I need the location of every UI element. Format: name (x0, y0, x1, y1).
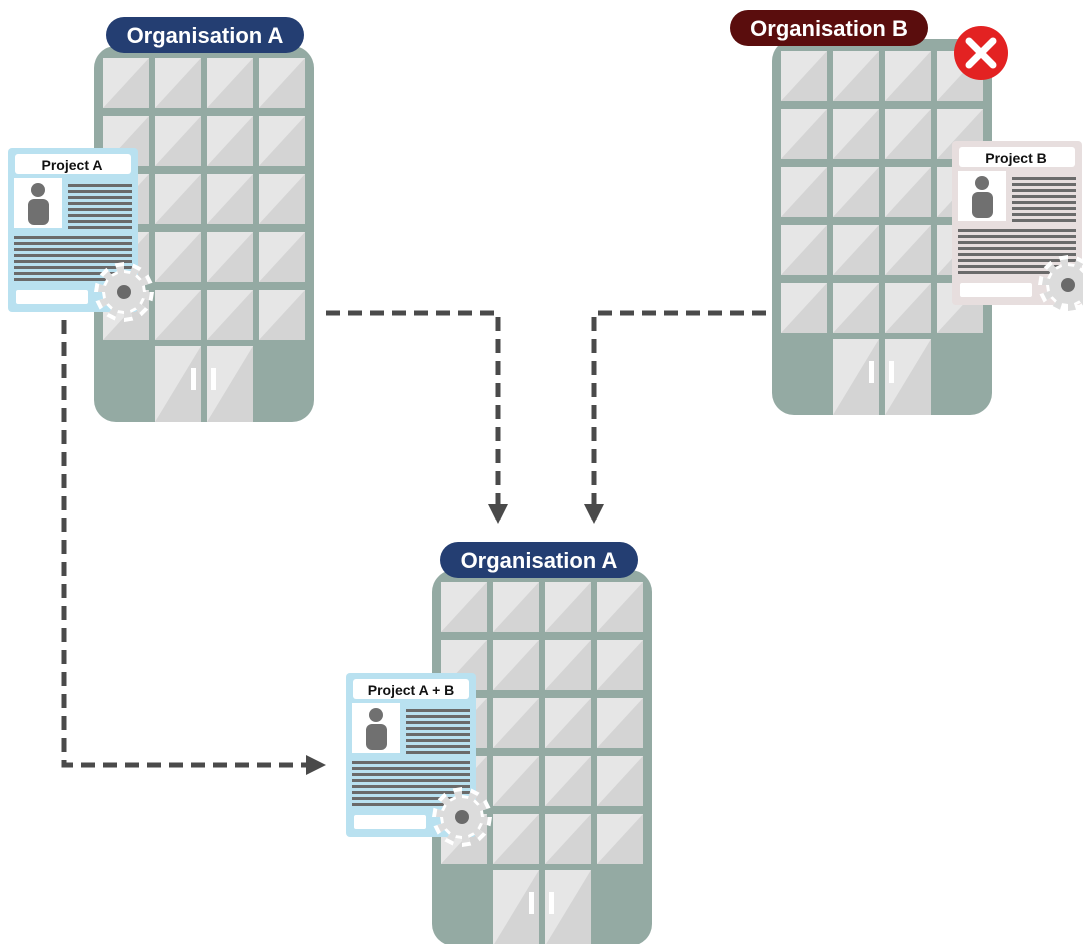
building-window (833, 167, 879, 217)
org-b-name: Organisation B (750, 16, 908, 41)
building-window (885, 283, 931, 333)
project-a-title: Project A (42, 157, 103, 173)
org-a-bottom-name: Organisation A (461, 548, 618, 573)
building-window (207, 58, 253, 108)
building-window (155, 174, 201, 224)
building-window (545, 756, 591, 806)
building-window (597, 640, 643, 690)
building-window (207, 116, 253, 166)
building-window (833, 225, 879, 275)
gear-icon (94, 262, 154, 322)
project-merged-title: Project A + B (368, 682, 455, 698)
arrow-project-a-to-merged (61, 320, 326, 775)
connectors (61, 310, 766, 775)
arrow-org-b-to-merged (584, 310, 766, 524)
building-window (259, 58, 305, 108)
reject-x-icon (954, 26, 1008, 80)
building-window (597, 814, 643, 864)
building-window (441, 582, 487, 632)
building-window (259, 290, 305, 340)
building-window (545, 698, 591, 748)
gear-icon (1038, 255, 1083, 315)
building-door (833, 339, 879, 415)
building-window (155, 232, 201, 282)
building-window (207, 174, 253, 224)
org-a-top-label: Organisation A (106, 17, 304, 53)
building-window (781, 225, 827, 275)
org-b-label: Organisation B (730, 10, 928, 46)
building-window (781, 51, 827, 101)
building-door (155, 346, 201, 422)
building-window (833, 283, 879, 333)
building-window (155, 58, 201, 108)
building-window (781, 283, 827, 333)
building-window (207, 232, 253, 282)
project-b-card (952, 141, 1083, 315)
building-door (207, 346, 253, 422)
building-window (493, 814, 539, 864)
project-b-title: Project B (985, 150, 1046, 166)
building-window (207, 290, 253, 340)
gear-icon (432, 787, 492, 847)
building-window (885, 167, 931, 217)
building-window (493, 698, 539, 748)
building-door (545, 870, 591, 944)
building-window (259, 116, 305, 166)
building-window (103, 58, 149, 108)
avatar-icon (14, 178, 62, 228)
building-door (493, 870, 539, 944)
building-window (597, 582, 643, 632)
building-window (259, 174, 305, 224)
org-a-top-name: Organisation A (127, 23, 284, 48)
building-window (259, 232, 305, 282)
building-window (597, 698, 643, 748)
building-window (597, 756, 643, 806)
project-a-card (8, 148, 154, 322)
building-window (545, 582, 591, 632)
arrow-org-a-to-merged (326, 310, 508, 524)
building-window (885, 225, 931, 275)
org-a-bottom-label: Organisation A (440, 542, 638, 578)
building-window (155, 290, 201, 340)
building-door (885, 339, 931, 415)
building-window (493, 756, 539, 806)
project-merged-card (346, 673, 492, 847)
building-window (833, 51, 879, 101)
building-window (885, 51, 931, 101)
building-window (155, 116, 201, 166)
building-window (493, 640, 539, 690)
building-org-b (772, 39, 992, 415)
building-window (833, 109, 879, 159)
avatar-icon (352, 703, 400, 753)
building-window (545, 814, 591, 864)
building-window (781, 167, 827, 217)
building-window (781, 109, 827, 159)
avatar-icon (958, 171, 1006, 221)
building-window (885, 109, 931, 159)
building-window (493, 582, 539, 632)
building-window (545, 640, 591, 690)
